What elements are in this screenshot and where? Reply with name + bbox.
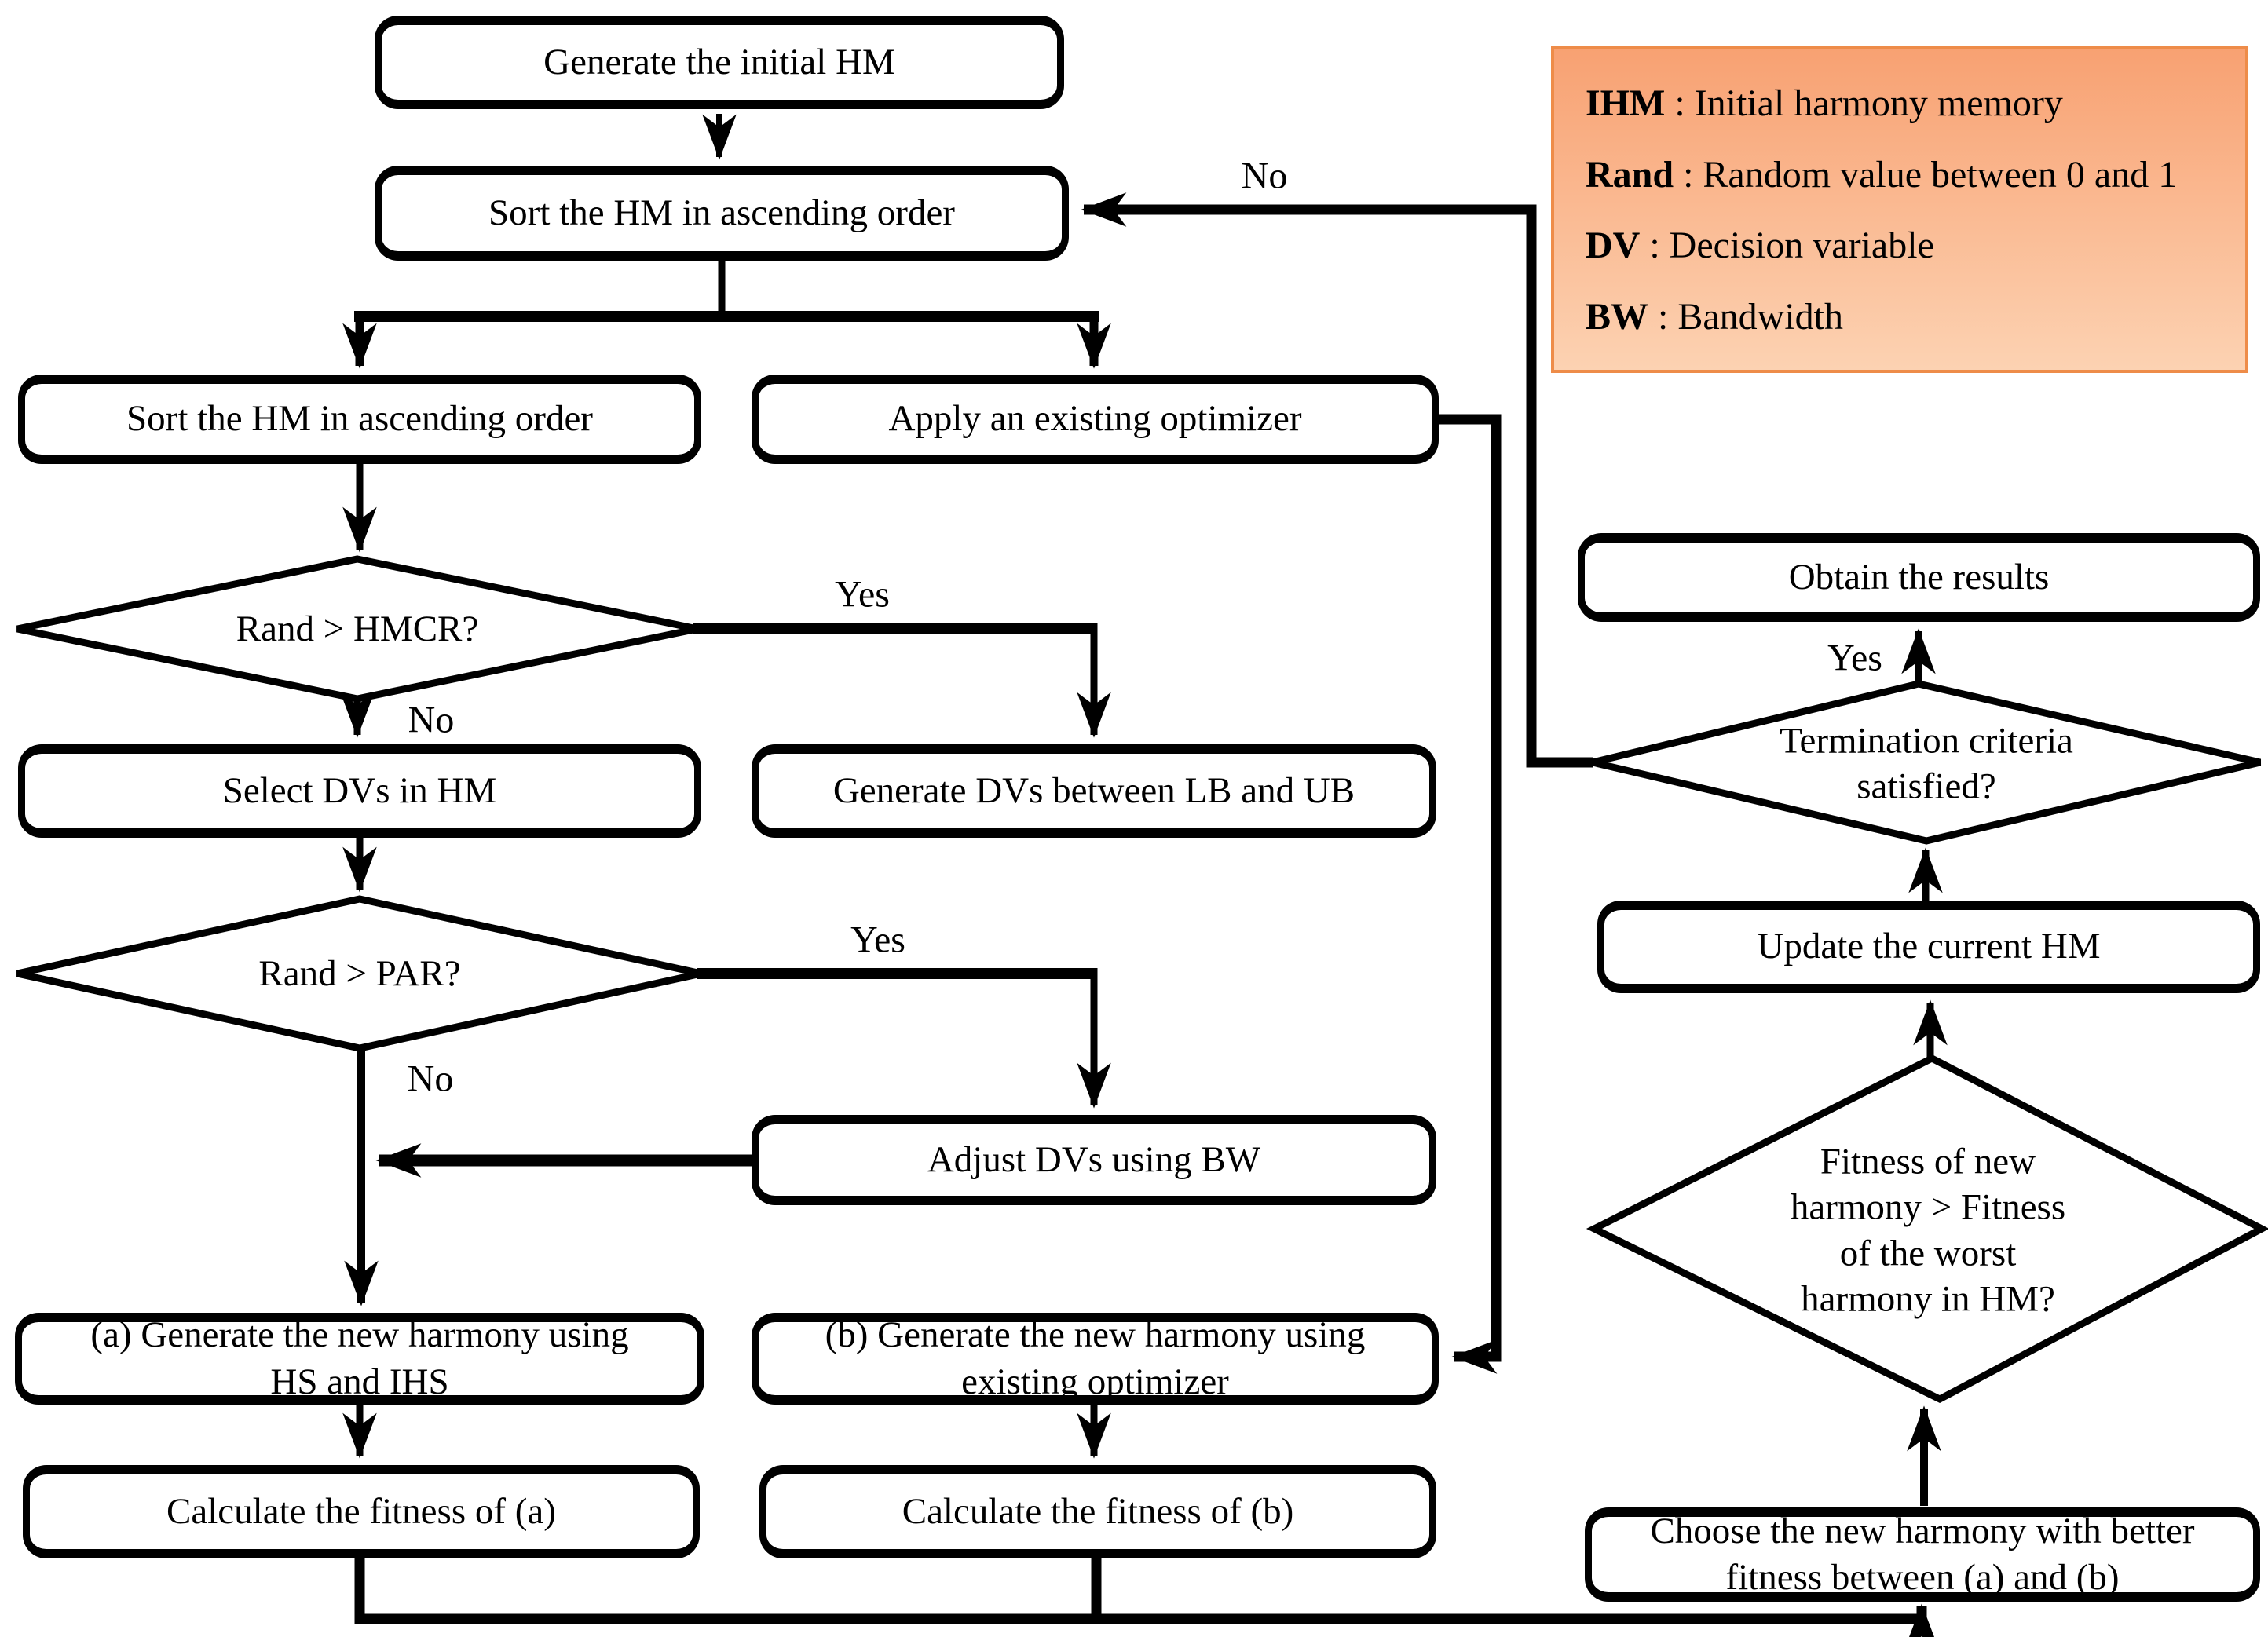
- diamond-label-fitness-compare: Fitness of new harmony > Fitness of the …: [1791, 1138, 2065, 1321]
- node-label: Sort the HM in ascending order: [126, 398, 593, 440]
- legend-desc: Bandwidth: [1677, 295, 1844, 338]
- node-apply-optimizer: Apply an existing optimizer: [752, 375, 1439, 464]
- node-label: Adjust DVs using BW: [927, 1138, 1261, 1180]
- edge-label-par-yes: Yes: [850, 919, 905, 961]
- diamond-rand-hmcr: [16, 555, 698, 703]
- diamond-label-termination: Termination criteria satisfied?: [1780, 718, 2073, 810]
- node-sort-hm-top: Sort the HM in ascending order: [375, 166, 1069, 261]
- edge-apply-to-b: [1437, 414, 1502, 1374]
- edge-label-par-no: No: [407, 1058, 454, 1100]
- legend-separator: :: [1648, 295, 1678, 338]
- node-label: Update the current HM: [1757, 926, 2101, 967]
- node-label: Generate DVs between LB and UB: [832, 769, 1355, 811]
- node-choose-harmony: Choose the new harmony with better fitne…: [1585, 1507, 2260, 1602]
- decision-text-line1: Termination criteria: [1780, 720, 2073, 762]
- decision-text-line2: satisfied?: [1856, 766, 1996, 807]
- diamond-fitness-compare: [1586, 1054, 2268, 1404]
- node-generate-harmony-b: (b) Generate the new harmony using exist…: [752, 1313, 1439, 1405]
- node-calc-fitness-b: Calculate the fitness of (b): [759, 1465, 1436, 1558]
- node-sort-hm-left: Sort the HM in ascending order: [18, 375, 701, 464]
- diamond-label-rand-par: Rand > PAR?: [258, 951, 460, 996]
- legend-term: Rand: [1586, 153, 1674, 195]
- node-label-line2: existing optimizer: [961, 1361, 1229, 1402]
- legend-item-dv: DV : Decision variable: [1586, 224, 2222, 267]
- edge-label-termination-no: No: [1241, 155, 1288, 197]
- legend-term: IHM: [1586, 82, 1666, 124]
- diamond-rand-par: [16, 895, 702, 1052]
- diamond-termination: [1591, 680, 2262, 845]
- node-label: Sort the HM in ascending order: [488, 192, 955, 233]
- legend-item-ihm: IHM : Initial harmony memory: [1586, 82, 2222, 125]
- node-label-line2: fitness between (a) and (b): [1725, 1557, 2120, 1598]
- legend-desc: Random value between 0 and 1: [1703, 153, 2178, 195]
- diamond-label-rand-hmcr: Rand > HMCR?: [236, 606, 479, 652]
- node-generate-initial-hm: Generate the initial HM: [375, 16, 1064, 109]
- node-label-line1: Choose the new harmony with better: [1650, 1510, 2195, 1551]
- node-select-dvs: Select DVs in HM: [18, 744, 701, 838]
- decision-text-line4: harmony in HM?: [1801, 1278, 2055, 1320]
- node-label: Calculate the fitness of (a): [166, 1490, 556, 1532]
- decision-text-line3: of the worst: [1839, 1233, 2017, 1273]
- node-label: Obtain the results: [1788, 556, 2050, 597]
- legend-item-bw: BW : Bandwidth: [1586, 295, 2222, 338]
- node-obtain-results: Obtain the results: [1578, 533, 2260, 622]
- legend: IHM : Initial harmony memory Rand : Rand…: [1551, 46, 2248, 373]
- decision-text: Rand > HMCR?: [236, 608, 479, 649]
- node-generate-harmony-a: (a) Generate the new harmony using HS an…: [15, 1313, 704, 1405]
- legend-separator: :: [1665, 82, 1695, 124]
- legend-item-rand: Rand : Random value between 0 and 1: [1586, 153, 2222, 196]
- decision-text: Rand > PAR?: [258, 952, 461, 994]
- node-update-hm: Update the current HM: [1597, 901, 2260, 993]
- legend-term: DV: [1586, 225, 1641, 267]
- edge-bottom-collector: [354, 1558, 1922, 1624]
- node-label-line1: (a) Generate the new harmony using: [90, 1314, 629, 1356]
- legend-term: BW: [1586, 295, 1649, 338]
- edge-label-hmcr-yes: Yes: [835, 573, 890, 616]
- node-label: Generate the initial HM: [543, 41, 895, 82]
- edge-label-hmcr-no: No: [408, 699, 455, 741]
- node-label: Select DVs in HM: [222, 769, 497, 811]
- decision-text-line2: harmony > Fitness: [1790, 1186, 2066, 1228]
- decision-text-line1: Fitness of new: [1820, 1141, 2036, 1182]
- node-label-line2: HS and IHS: [270, 1361, 449, 1402]
- node-calc-fitness-a: Calculate the fitness of (a): [23, 1465, 700, 1558]
- node-adjust-dvs: Adjust DVs using BW: [752, 1115, 1436, 1205]
- node-label-line1: (b) Generate the new harmony using: [825, 1314, 1366, 1356]
- node-label: Calculate the fitness of (b): [902, 1490, 1294, 1532]
- legend-separator: :: [1640, 225, 1670, 267]
- node-label: Apply an existing optimizer: [888, 398, 1302, 440]
- legend-separator: :: [1674, 153, 1703, 195]
- legend-desc: Initial harmony memory: [1694, 82, 2063, 124]
- legend-desc: Decision variable: [1669, 225, 1934, 267]
- edge-label-termination-yes: Yes: [1827, 637, 1882, 679]
- edge-termination-no-feedback: [1081, 192, 1593, 768]
- node-generate-dvs: Generate DVs between LB and UB: [752, 744, 1436, 838]
